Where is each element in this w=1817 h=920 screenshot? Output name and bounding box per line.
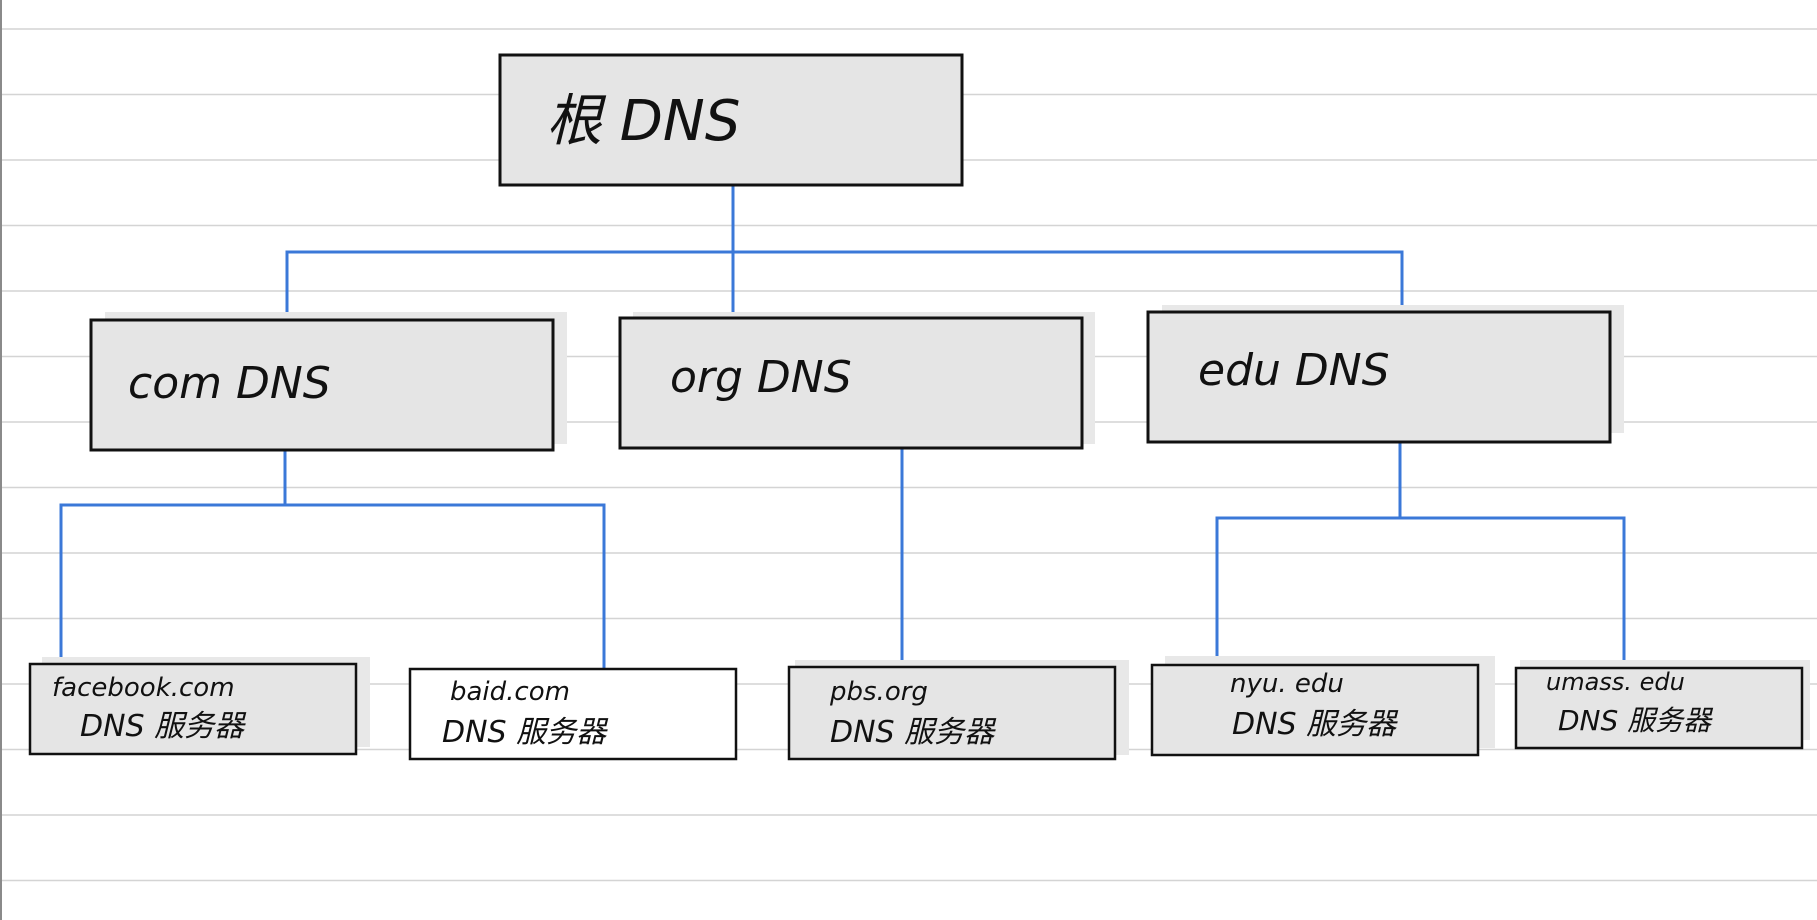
node-root-dns: 根 DNS <box>498 53 964 187</box>
node-baidu-dns-server: baid.com DNS 服务器 <box>408 667 738 761</box>
edge-com-baidu <box>283 503 606 673</box>
nyu-server-label: DNS 服务器 <box>1232 707 1399 742</box>
pbs-domain-label: pbs.org <box>829 677 928 707</box>
node-org-label: org DNS <box>670 352 852 403</box>
umass-server-label: DNS 服务器 <box>1558 704 1714 737</box>
node-org-dns: org DNS <box>618 312 1095 450</box>
node-com-dns: com DNS <box>89 312 567 452</box>
node-umass-dns-server: umass. edu DNS 服务器 <box>1514 660 1810 750</box>
edge-root-edu <box>731 250 1404 314</box>
pbs-server-label: DNS 服务器 <box>830 715 997 750</box>
edge-edu-children <box>1215 440 1402 667</box>
node-root-label: 根 DNS <box>546 89 740 154</box>
node-pbs-dns-server: pbs.org DNS 服务器 <box>787 660 1129 761</box>
connectors <box>59 184 1626 673</box>
node-com-label: com DNS <box>128 358 331 409</box>
node-facebook-dns-server: facebook.com DNS 服务器 <box>28 657 370 756</box>
baidu-domain-label: baid.com <box>450 677 570 707</box>
facebook-server-label: DNS 服务器 <box>80 709 247 744</box>
edge-edu-umass <box>1398 516 1626 667</box>
nyu-domain-label: nyu. edu <box>1230 669 1344 699</box>
baidu-server-label: DNS 服务器 <box>442 715 609 750</box>
facebook-domain-label: facebook.com <box>52 673 235 703</box>
umass-domain-label: umass. edu <box>1546 668 1685 696</box>
edge-root-children <box>285 184 735 322</box>
node-edu-dns: edu DNS <box>1146 305 1624 444</box>
edge-com-facebook <box>59 448 287 664</box>
node-edu-label: edu DNS <box>1198 345 1390 396</box>
node-nyu-dns-server: nyu. edu DNS 服务器 <box>1150 656 1495 757</box>
